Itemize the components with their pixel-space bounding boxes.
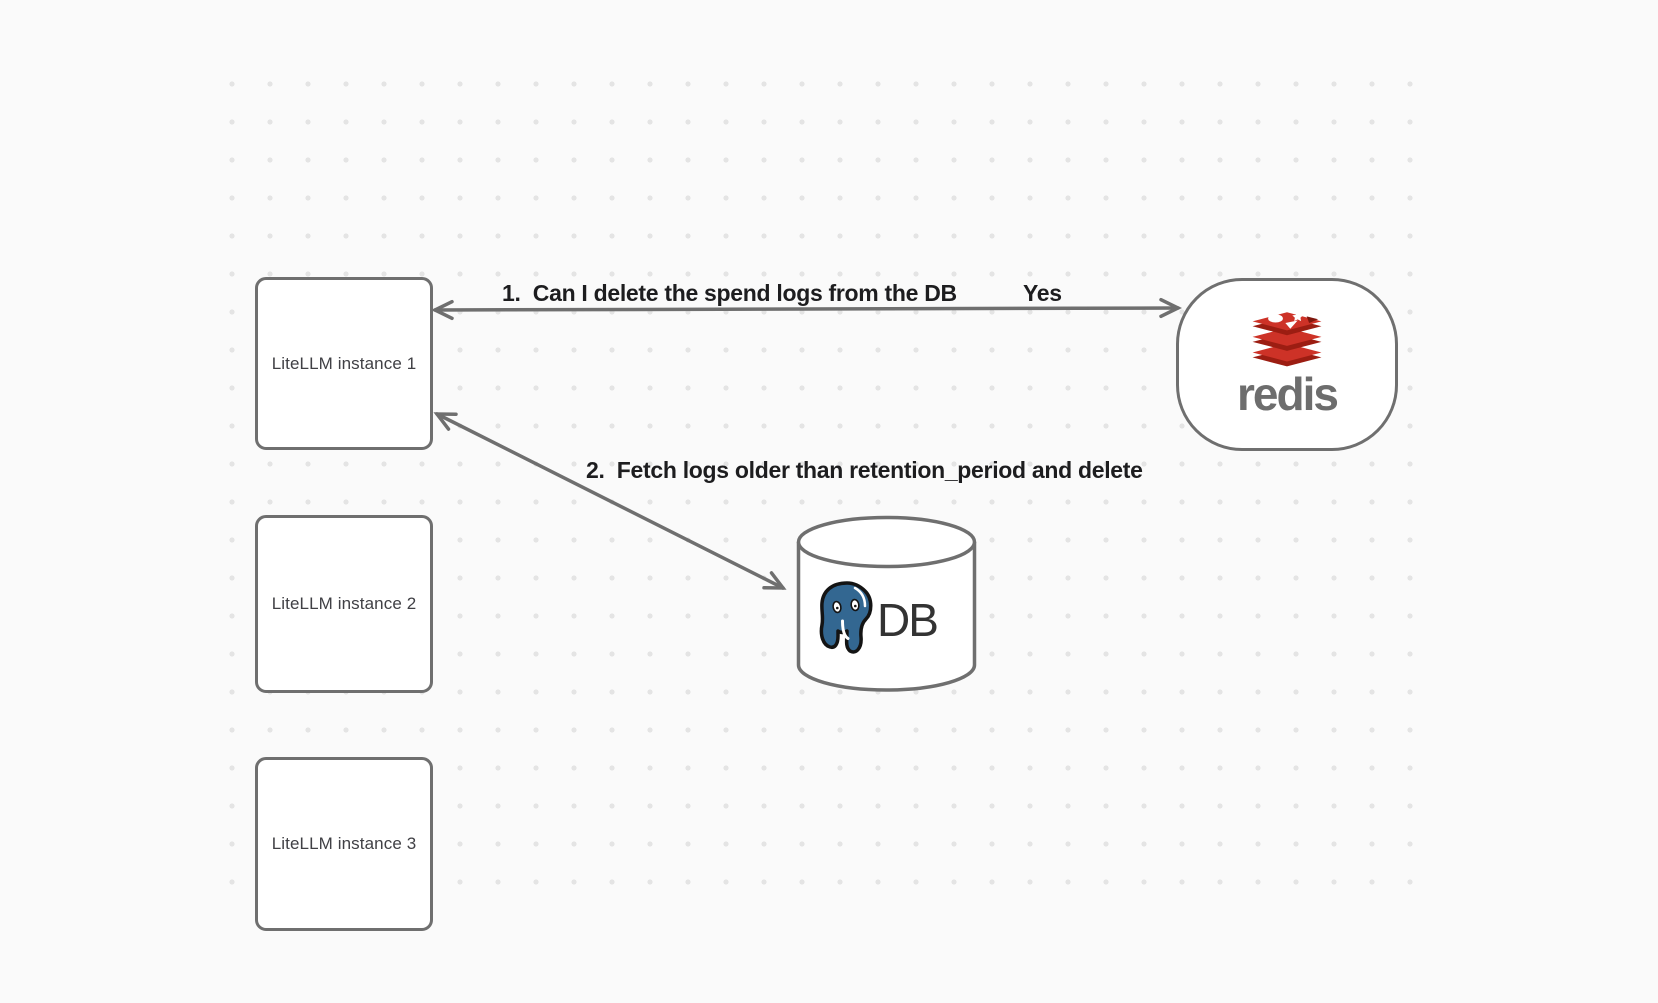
db-label: DB bbox=[877, 594, 939, 646]
litellm-instance-1-node[interactable]: LiteLLM instance 1 bbox=[255, 277, 433, 450]
edge1-response-label[interactable]: Yes bbox=[1023, 280, 1062, 306]
litellm-instance-3-node[interactable]: LiteLLM instance 3 bbox=[255, 757, 433, 931]
redis-wordmark: redis bbox=[1237, 368, 1339, 420]
edge1-label[interactable]: 1. Can I delete the spend logs from the … bbox=[502, 280, 957, 306]
redis-logo-icon bbox=[1252, 312, 1322, 367]
node-label: LiteLLM instance 1 bbox=[271, 353, 417, 373]
postgresql-elephant-icon bbox=[819, 581, 873, 654]
node-label: LiteLLM instance 3 bbox=[271, 834, 417, 853]
litellm-instance-2-node[interactable]: LiteLLM instance 2 bbox=[255, 515, 433, 693]
edge2-label[interactable]: 2. Fetch logs older than retention_perio… bbox=[586, 457, 1143, 483]
node-label: LiteLLM instance 2 bbox=[271, 594, 417, 613]
redis-node[interactable]: redis bbox=[1176, 278, 1398, 451]
